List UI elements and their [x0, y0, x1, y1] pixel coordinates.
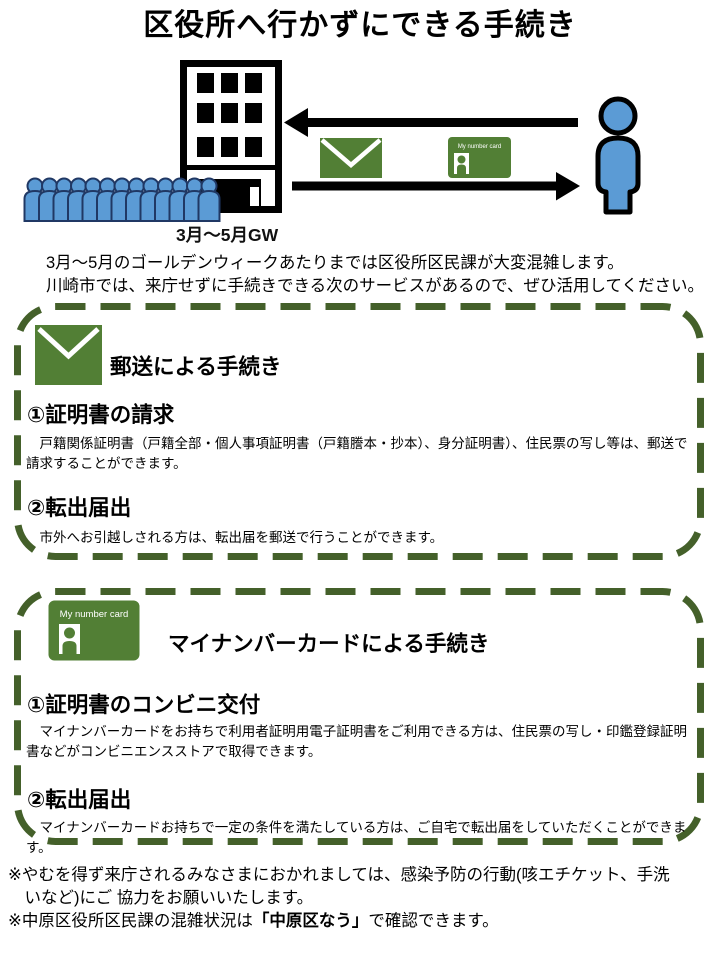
building-door-notch [250, 187, 259, 206]
intro-line-1: 3月～5月のゴールデンウィークあたりまでは区役所区民課が大変混雑します。 [46, 254, 624, 272]
card-label: My number card [458, 144, 501, 150]
mynumber-card-icon: My number card [448, 137, 511, 178]
mynumber-box-heading: マイナンバーカードによる手続き [168, 632, 490, 656]
mynumber-item2-title: ②転出届出 [27, 788, 132, 812]
envelope-icon [320, 138, 382, 178]
mail-item1-title: ①証明書の請求 [27, 403, 175, 427]
footer-notes: ※やむを得ず来庁されるみなさまにおかれましては、感染予防の行動(咳エチケット、手… [8, 864, 716, 933]
building-windows [197, 73, 262, 157]
mynumber-procedures-box: My number card マイナンバーカードによる手続き ①証明書のコンビニ… [14, 588, 704, 855]
footer-note2-suffix: で確認できます。 [368, 912, 499, 930]
envelope-icon [35, 325, 102, 385]
card-label: My number card [60, 609, 129, 620]
footer-note1-line1: ※やむを得ず来庁されるみなさまにおかれましては、感染予防の行動(咳エチケット、手… [8, 866, 670, 884]
mail-item2-title: ②転出届出 [27, 496, 132, 520]
building-icon [180, 60, 282, 213]
footer-note1-line2: いなど)にご 協力をお願いいたします。 [8, 889, 314, 907]
person-icon [595, 96, 641, 215]
illustration: 3月～5月GW My number card [23, 60, 641, 245]
mynumber-item1-title: ①証明書のコンビニ交付 [27, 693, 261, 717]
intro-text: 3月～5月のゴールデンウィークあたりまでは区役所区民課が大変混雑します。 川崎市… [46, 252, 704, 298]
intro-line-2: 川崎市では、来庁せずに手続きできる次のサービスがあるので、ぜひ活用してください。 [46, 277, 705, 295]
crowd-queue-icon [23, 177, 221, 222]
queue-period-label: 3月～5月GW [176, 225, 279, 245]
arrow-to-office-icon [284, 108, 578, 137]
mail-item1-body: 戸籍関係証明書（戸籍全部・個人事項証明書（戸籍謄本・抄本）、身分証明書）、住民票… [26, 436, 688, 471]
mynumber-card-icon: My number card [48, 600, 140, 661]
footer-note2: ※中原区役所区民課の混雑状況は「中原区なう」で確認できます。 [8, 910, 716, 933]
mail-item2-body: 市外へお引越しされる方は、転出届を郵送で行うことができます。 [26, 530, 444, 545]
building-floor-line [187, 165, 275, 170]
mynumber-item2-body: マイナンバーカードお持ちで一定の条件を満たしている方は、ご自宅で転出届をしていた… [26, 820, 687, 855]
mail-box-heading: 郵送による手続き [110, 355, 282, 379]
arrow-from-person-icon [292, 172, 580, 201]
footer-note2-bold: 「中原区なう」 [252, 912, 369, 930]
mynumber-item1-body: マイナンバーカードをお持ちで利用者証明用電子証明書をご利用できる方は、住民票の写… [26, 724, 687, 759]
mail-procedures-box: 郵送による手続き ①証明書の請求 戸籍関係証明書（戸籍全部・個人事項証明書（戸籍… [14, 303, 704, 560]
page-title: 区役所へ行かずにできる手続き [143, 9, 577, 42]
footer-note2-prefix: ※中原区役所区民課の混雑状況は [8, 912, 253, 930]
